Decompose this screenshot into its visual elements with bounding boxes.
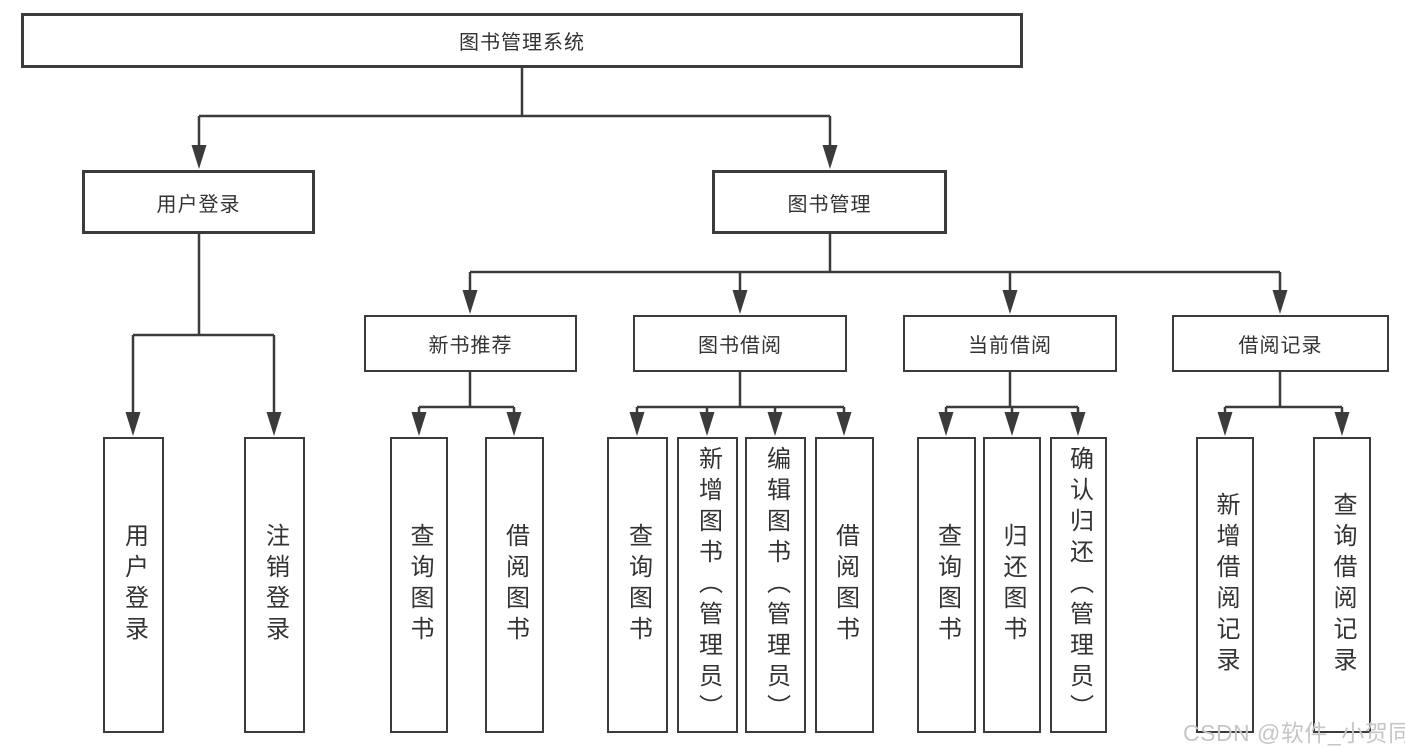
node-label: 用户登录 — [120, 523, 148, 647]
arrow-down-icon — [767, 412, 783, 436]
arrow-down-icon — [1004, 412, 1020, 436]
leaf-add-borrow-record: 新增借阅记录 — [1196, 437, 1254, 733]
arrow-down-icon — [1272, 290, 1288, 314]
leaf-borrow-books-recommend: 借阅图书 — [485, 437, 544, 733]
node-label: 注销登录 — [261, 523, 289, 647]
node-label: 归还图书 — [999, 523, 1026, 647]
node-label: 用户登录 — [156, 193, 241, 216]
node-label: 查询图书 — [406, 523, 433, 647]
arrow-down-icon — [699, 412, 715, 436]
leaf-user-login: 用户登录 — [103, 437, 164, 733]
arrow-down-icon — [411, 412, 427, 436]
node-label: 新增借阅记录 — [1212, 492, 1239, 678]
node-library-management-system: 图书管理系统 — [21, 13, 1023, 68]
node-label: 当前借阅 — [968, 335, 1052, 357]
arrowhead-icons — [125, 145, 1350, 436]
arrow-down-icon — [506, 412, 522, 436]
leaf-edit-book-admin: 编辑图书（管理员） — [745, 437, 806, 733]
arrow-down-icon — [732, 290, 748, 314]
node-label: 新增图书（管理员） — [694, 445, 722, 725]
node-label: 查询图书 — [624, 523, 652, 647]
leaf-query-books-current: 查询图书 — [917, 437, 976, 733]
leaf-query-books-borrow: 查询图书 — [607, 437, 668, 733]
node-label: 确认归还（管理员） — [1065, 445, 1093, 725]
leaf-confirm-return-admin: 确认归还（管理员） — [1050, 437, 1107, 733]
arrow-down-icon — [822, 145, 838, 169]
node-book-borrowing: 图书借阅 — [633, 315, 847, 372]
node-label: 图书借阅 — [698, 335, 782, 357]
arrow-down-icon — [1002, 290, 1018, 314]
node-label: 图书管理系统 — [459, 32, 585, 54]
arrow-down-icon — [836, 412, 852, 436]
node-label: 借阅图书 — [501, 523, 529, 647]
watermark-text: CSDN @软件_小贺同学 — [1183, 720, 1405, 746]
leaf-query-books-recommend: 查询图书 — [390, 437, 448, 733]
leaf-return-books: 归还图书 — [983, 437, 1041, 733]
node-user-login: 用户登录 — [82, 170, 315, 234]
node-new-book-recommendation: 新书推荐 — [364, 315, 577, 372]
arrow-down-icon — [266, 412, 282, 436]
arrow-down-icon — [191, 145, 207, 169]
leaf-query-borrow-record: 查询借阅记录 — [1313, 437, 1371, 733]
node-book-management: 图书管理 — [712, 170, 947, 234]
leaf-add-book-admin: 新增图书（管理员） — [677, 437, 738, 733]
node-current-borrowing: 当前借阅 — [903, 315, 1117, 372]
node-label: 借阅记录 — [1238, 335, 1323, 357]
leaf-logout: 注销登录 — [244, 437, 305, 733]
arrow-down-icon — [629, 412, 645, 436]
node-label: 新书推荐 — [428, 335, 513, 357]
arrow-down-icon — [1217, 412, 1233, 436]
arrow-down-icon — [125, 412, 141, 436]
arrow-down-icon — [938, 412, 954, 436]
arrow-down-icon — [462, 290, 478, 314]
node-label: 查询借阅记录 — [1329, 492, 1356, 678]
node-label: 编辑图书（管理员） — [762, 445, 790, 725]
node-label: 借阅图书 — [831, 523, 859, 647]
arrow-down-icon — [1070, 412, 1086, 436]
connector-paths — [131, 68, 1344, 417]
node-label: 查询图书 — [933, 523, 961, 647]
leaf-borrow-books: 借阅图书 — [815, 437, 874, 733]
node-borrowing-records: 借阅记录 — [1172, 315, 1389, 372]
node-label: 图书管理 — [787, 193, 872, 216]
arrow-down-icon — [1334, 412, 1350, 436]
